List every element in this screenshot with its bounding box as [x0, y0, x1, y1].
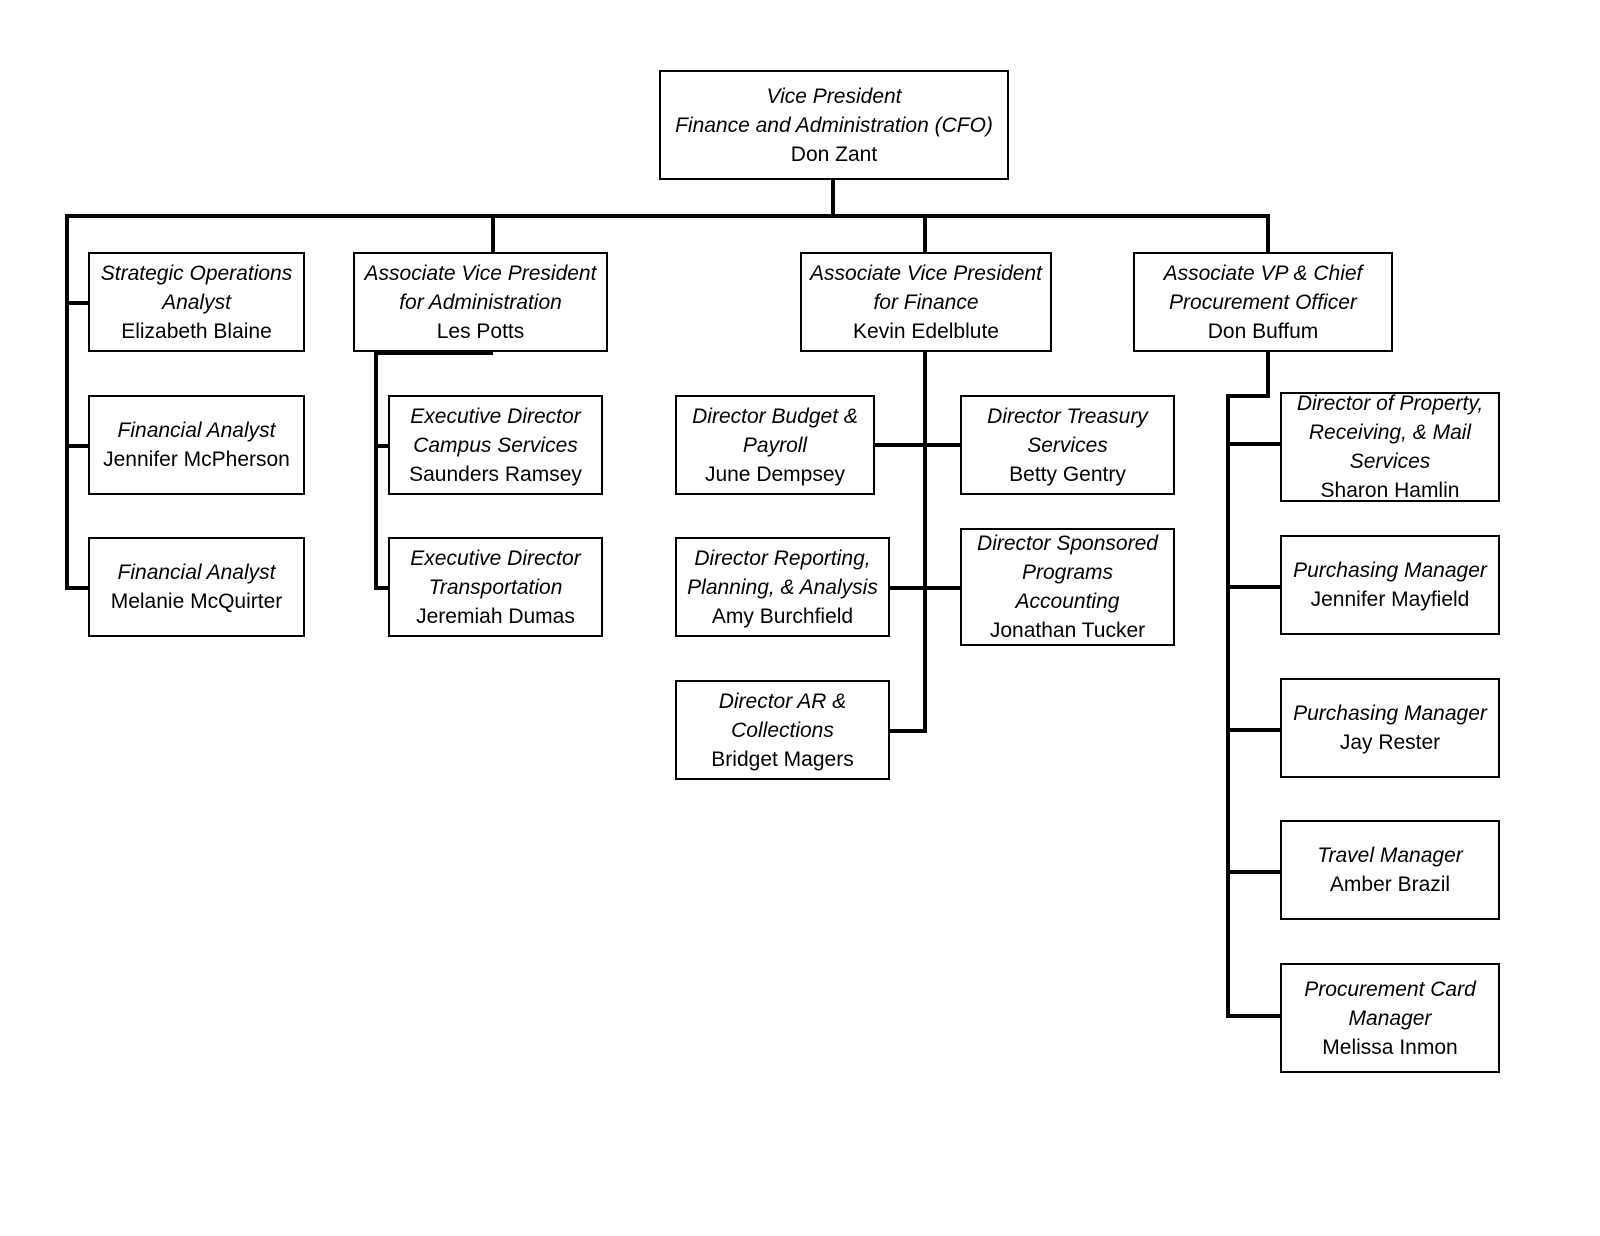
- node-director-treasury-services[interactable]: Director Treasury Services Betty Gentry: [960, 395, 1175, 495]
- node-vice-president-cfo[interactable]: Vice President Finance and Administratio…: [659, 70, 1009, 180]
- node-title: Associate Vice President for Administrat…: [364, 261, 597, 314]
- node-avp-chief-procurement-officer[interactable]: Associate VP & Chief Procurement Officer…: [1133, 252, 1393, 352]
- node-title: Director Budget & Payroll: [692, 404, 858, 457]
- node-avp-finance[interactable]: Associate Vice President for Finance Kev…: [800, 252, 1052, 352]
- node-exec-director-campus-services[interactable]: Executive Director Campus Services Saund…: [388, 395, 603, 495]
- node-person: Saunders Ramsey: [409, 462, 582, 486]
- node-title: Purchasing Manager: [1293, 559, 1487, 582]
- connector-admin-top: [374, 351, 493, 355]
- node-person: Melissa Inmon: [1322, 1035, 1458, 1059]
- node-title: Purchasing Manager: [1293, 702, 1487, 725]
- node-title: Travel Manager: [1317, 844, 1463, 867]
- connector-procurement-jog-down: [1266, 351, 1270, 398]
- connector-left-stub-2: [65, 444, 90, 448]
- node-purchasing-manager-mayfield[interactable]: Purchasing Manager Jennifer Mayfield: [1280, 535, 1500, 635]
- node-director-sponsored-programs-accounting[interactable]: Director Sponsored Programs Accounting J…: [960, 528, 1175, 646]
- connector-procurement-stub-1: [1226, 442, 1282, 446]
- node-person: Amy Burchfield: [711, 604, 854, 628]
- node-person: Jeremiah Dumas: [416, 604, 575, 628]
- connector-procurement-stub-3: [1226, 728, 1282, 732]
- node-director-property-receiving-mail-services[interactable]: Director of Property, Receiving, & Mail …: [1280, 392, 1500, 502]
- node-person: Les Potts: [436, 319, 525, 343]
- connector-finance-stub-ar: [873, 729, 927, 733]
- node-person: Jennifer McPherson: [103, 448, 290, 471]
- node-avp-administration[interactable]: Associate Vice President for Administrat…: [353, 252, 608, 352]
- node-title: Financial Analyst: [117, 419, 276, 442]
- node-financial-analyst-mcpherson[interactable]: Financial Analyst Jennifer McPherson: [88, 395, 305, 495]
- connector-admin-stub-2: [374, 586, 396, 590]
- connector-procurement-stub-4: [1226, 870, 1282, 874]
- node-financial-analyst-mcquirter[interactable]: Financial Analyst Melanie McQuirter: [88, 537, 305, 637]
- node-title: Director Sponsored Programs Accounting: [977, 532, 1158, 613]
- node-person: Bridget Magers: [711, 747, 854, 771]
- node-title: Director AR & Collections: [718, 689, 847, 742]
- connector-finance-cross-2: [873, 586, 963, 590]
- node-travel-manager[interactable]: Travel Manager Amber Brazil: [1280, 820, 1500, 920]
- node-person: Jonathan Tucker: [989, 619, 1146, 642]
- node-purchasing-manager-rester[interactable]: Purchasing Manager Jay Rester: [1280, 678, 1500, 778]
- connector-left-trunk: [65, 214, 69, 590]
- node-person: Jennifer Mayfield: [1310, 588, 1470, 611]
- connector-main-bus: [65, 214, 1270, 218]
- connector-procurement-stub-5: [1226, 1014, 1282, 1018]
- connector-drop-administration: [491, 214, 495, 253]
- node-person: Elizabeth Blaine: [121, 319, 272, 343]
- node-title: Executive Director Campus Services: [410, 404, 581, 457]
- node-person: Don Buffum: [1207, 319, 1319, 343]
- node-director-ar-collections[interactable]: Director AR & Collections Bridget Magers: [675, 680, 890, 780]
- node-title: Strategic Operations Analyst: [100, 261, 293, 314]
- node-person: June Dempsey: [704, 462, 846, 486]
- node-title: Procurement Card Manager: [1304, 977, 1476, 1030]
- connector-left-stub-3: [65, 586, 90, 590]
- node-title: Financial Analyst: [117, 561, 276, 584]
- connector-cfo-stem: [831, 178, 835, 217]
- node-title: Director Reporting, Planning, & Analysis: [687, 546, 878, 599]
- node-title: Vice President Finance and Administratio…: [675, 84, 993, 137]
- node-strategic-operations-analyst[interactable]: Strategic Operations Analyst Elizabeth B…: [88, 252, 305, 352]
- node-procurement-card-manager[interactable]: Procurement Card Manager Melissa Inmon: [1280, 963, 1500, 1073]
- connector-admin-stub-1: [374, 444, 396, 448]
- node-director-budget-payroll[interactable]: Director Budget & Payroll June Dempsey: [675, 395, 875, 495]
- node-title: Associate VP & Chief Procurement Officer: [1163, 261, 1363, 314]
- connector-finance-cross-1: [873, 443, 963, 447]
- connector-procurement-stub-2: [1226, 585, 1282, 589]
- node-title: Director of Property, Receiving, & Mail …: [1296, 392, 1484, 473]
- node-person: Betty Gentry: [1009, 462, 1126, 486]
- node-title: Director Treasury Services: [987, 404, 1148, 457]
- connector-procurement-jog-left: [1226, 394, 1270, 398]
- connector-procurement-trunk: [1226, 394, 1230, 1018]
- node-person: Melanie McQuirter: [110, 590, 283, 613]
- connector-drop-finance: [923, 214, 927, 253]
- node-exec-director-transportation[interactable]: Executive Director Transportation Jeremi…: [388, 537, 603, 637]
- connector-left-stub-1: [65, 301, 90, 305]
- connector-admin-trunk: [374, 351, 378, 590]
- node-person: Jay Rester: [1339, 731, 1441, 754]
- node-person: Amber Brazil: [1329, 873, 1451, 896]
- node-person: Sharon Hamlin: [1320, 479, 1460, 502]
- node-title: Executive Director Transportation: [410, 546, 581, 599]
- connector-finance-trunk: [923, 351, 927, 733]
- node-director-reporting-planning-analysis[interactable]: Director Reporting, Planning, & Analysis…: [675, 537, 890, 637]
- node-title: Associate Vice President for Finance: [810, 261, 1042, 314]
- connector-drop-procurement: [1266, 214, 1270, 253]
- node-person: Don Zant: [790, 142, 878, 166]
- node-person: Kevin Edelblute: [853, 319, 999, 343]
